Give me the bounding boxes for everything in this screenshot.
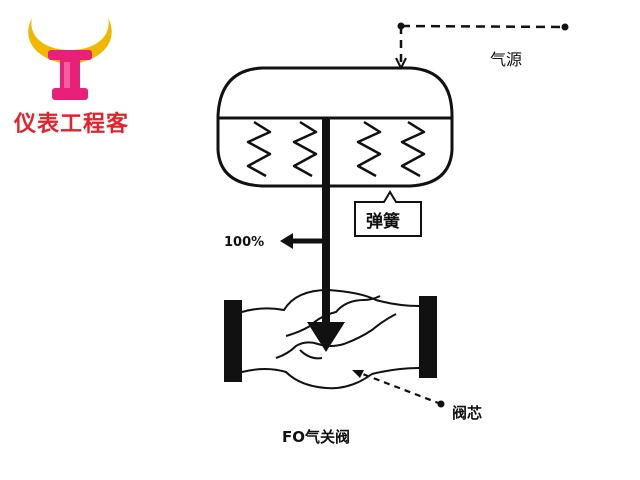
diagram-title: FO气关阀: [282, 428, 350, 446]
spring-icon-3: [356, 120, 382, 178]
stem-arrow-icon: [307, 322, 345, 352]
left-flange: [224, 300, 242, 382]
spring-label: 弹簧: [366, 212, 400, 232]
valve-stem: [322, 118, 330, 328]
actuator-housing: [216, 66, 454, 188]
air-line-dot-right: [561, 23, 569, 31]
air-source-line: [395, 22, 569, 71]
logo-icon: [28, 18, 112, 100]
stroke-label: 100%: [224, 235, 265, 250]
spring-callout: [354, 190, 422, 237]
valve-core-pointer: [352, 370, 445, 408]
stroke-indicator: [280, 233, 324, 249]
valve-core-label: 阀芯: [452, 404, 483, 422]
spring-icons: [246, 120, 426, 178]
spring-icon-1: [246, 120, 272, 178]
spring-icon-2: [292, 120, 318, 178]
spring-icon-4: [400, 120, 426, 178]
air-source-label: 气源: [490, 50, 523, 69]
right-flange: [419, 296, 437, 378]
valve-core-dot: [437, 400, 445, 408]
valve-body: [224, 288, 437, 390]
logo-text: 仪表工程客: [14, 111, 130, 137]
